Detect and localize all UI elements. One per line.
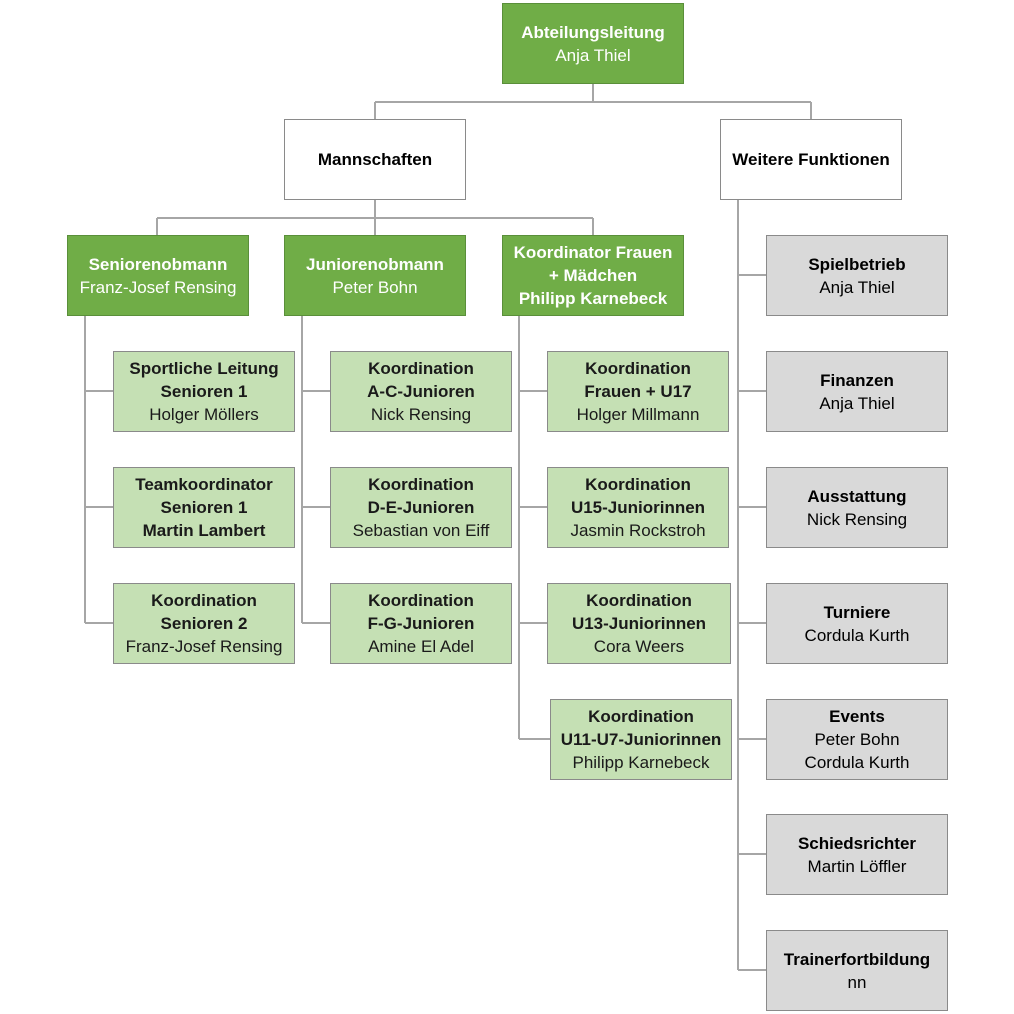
node-title: Trainerfortbildung	[783, 949, 931, 969]
node-title-line1: Koordination	[368, 591, 474, 610]
node-title-line1: Koordination	[368, 359, 474, 378]
node-koordination-f-g-junioren: Koordination F-G-Junioren Amine El Adel	[330, 583, 512, 664]
node-person: Cordula Kurth	[804, 625, 910, 645]
node-title: Schiedsrichter	[797, 833, 917, 853]
node-person: nn	[847, 972, 867, 992]
node-koordinator-frauen: Koordinator Frauen + Mädchen Philipp Kar…	[502, 235, 684, 316]
node-koordination-senioren-2: Koordination Senioren 2 Franz-Josef Rens…	[113, 583, 295, 664]
node-koordination-a-c-junioren: Koordination A-C-Junioren Nick Rensing	[330, 351, 512, 432]
node-teamkoordinator-senioren-1: Teamkoordinator Senioren 1 Martin Lamber…	[113, 467, 295, 548]
node-title: Spielbetrieb	[808, 254, 906, 274]
node-person: Philipp Karnebeck	[572, 753, 710, 772]
node-person: Amine El Adel	[368, 637, 474, 656]
node-finanzen: Finanzen Anja Thiel	[766, 351, 948, 432]
node-title: Finanzen	[820, 370, 894, 390]
node-koordination-u15-juniorinnen: Koordination U15-Juniorinnen Jasmin Rock…	[547, 467, 729, 548]
node-person: Holger Millmann	[576, 405, 700, 424]
node-ausstattung: Ausstattung Nick Rensing	[766, 467, 948, 548]
node-sportliche-leitung-senioren-1: Sportliche Leitung Senioren 1 Holger Möl…	[113, 351, 295, 432]
node-title-line2: U13-Juniorinnen	[571, 614, 707, 633]
node-person: Martin Löffler	[807, 856, 907, 876]
node-title: Ausstattung	[807, 486, 907, 506]
node-title-line1: Koordination	[151, 591, 257, 610]
node-weitere-funktionen: Weitere Funktionen	[720, 119, 902, 200]
node-person: Franz-Josef Rensing	[125, 637, 283, 656]
node-person: Peter Bohn	[332, 277, 418, 297]
node-title: Abteilungsleitung	[521, 22, 665, 42]
node-title-line1: Koordination	[368, 475, 474, 494]
node-title: Weitere Funktionen	[732, 150, 890, 169]
node-person: Anja Thiel	[555, 45, 631, 65]
node-mannschaften: Mannschaften	[284, 119, 466, 200]
node-person: Nick Rensing	[370, 405, 472, 424]
node-title-line1: Teamkoordinator	[135, 475, 273, 494]
node-title-line2: Senioren 2	[160, 614, 248, 633]
node-koordination-d-e-junioren: Koordination D-E-Junioren Sebastian von …	[330, 467, 512, 548]
node-title-line2: Senioren 1	[160, 498, 248, 517]
node-title-line2: + Mädchen	[548, 266, 638, 285]
node-title-line1: Koordinator Frauen	[513, 243, 673, 262]
node-title: Seniorenobmann	[88, 254, 228, 274]
node-trainerfortbildung: Trainerfortbildung nn	[766, 930, 948, 1011]
node-abteilungsleitung: Abteilungsleitung Anja Thiel	[502, 3, 684, 84]
node-person: Sebastian von Eiff	[352, 521, 490, 540]
node-title-line1: Sportliche Leitung	[129, 359, 279, 378]
node-person: Cora Weers	[593, 637, 685, 656]
node-person: Anja Thiel	[819, 393, 895, 413]
node-title: Turniere	[823, 602, 891, 622]
node-title-line1: Koordination	[585, 475, 691, 494]
node-title-line2: F-G-Junioren	[367, 614, 475, 633]
node-spielbetrieb: Spielbetrieb Anja Thiel	[766, 235, 948, 316]
node-title-line2: D-E-Junioren	[367, 498, 475, 517]
node-title: Mannschaften	[317, 150, 433, 169]
node-koordination-u11-u7-juniorinnen: Koordination U11-U7-Juniorinnen Philipp …	[550, 699, 732, 780]
node-person: Cordula Kurth	[804, 753, 910, 772]
node-title: Events	[829, 707, 885, 726]
node-title-line2: U15-Juniorinnen	[570, 498, 706, 517]
node-title: Juniorenobmann	[306, 254, 444, 274]
node-events: Events Peter Bohn Cordula Kurth	[766, 699, 948, 780]
node-person: Franz-Josef Rensing	[79, 277, 237, 297]
node-person: Holger Möllers	[149, 405, 259, 424]
node-seniorenobmann: Seniorenobmann Franz-Josef Rensing	[67, 235, 249, 316]
node-turniere: Turniere Cordula Kurth	[766, 583, 948, 664]
node-juniorenobmann: Juniorenobmann Peter Bohn	[284, 235, 466, 316]
node-person: Philipp Karnebeck	[518, 289, 668, 308]
node-person: Anja Thiel	[819, 277, 895, 297]
node-schiedsrichter: Schiedsrichter Martin Löffler	[766, 814, 948, 895]
node-title-line1: Koordination	[585, 359, 691, 378]
node-koordination-frauen-u17: Koordination Frauen + U17 Holger Millman…	[547, 351, 729, 432]
node-koordination-u13-juniorinnen: Koordination U13-Juniorinnen Cora Weers	[547, 583, 731, 664]
node-title-line1: Koordination	[588, 707, 694, 726]
node-title-line2: A-C-Junioren	[367, 382, 475, 401]
node-person: Nick Rensing	[806, 509, 908, 529]
node-title-line2: Frauen + U17	[584, 382, 692, 401]
node-person: Jasmin Rockstroh	[570, 521, 706, 540]
node-person: Peter Bohn	[814, 730, 900, 749]
node-person: Martin Lambert	[142, 521, 266, 540]
node-title-line1: Koordination	[586, 591, 692, 610]
node-title-line2: Senioren 1	[160, 382, 248, 401]
node-title-line2: U11-U7-Juniorinnen	[560, 730, 722, 749]
